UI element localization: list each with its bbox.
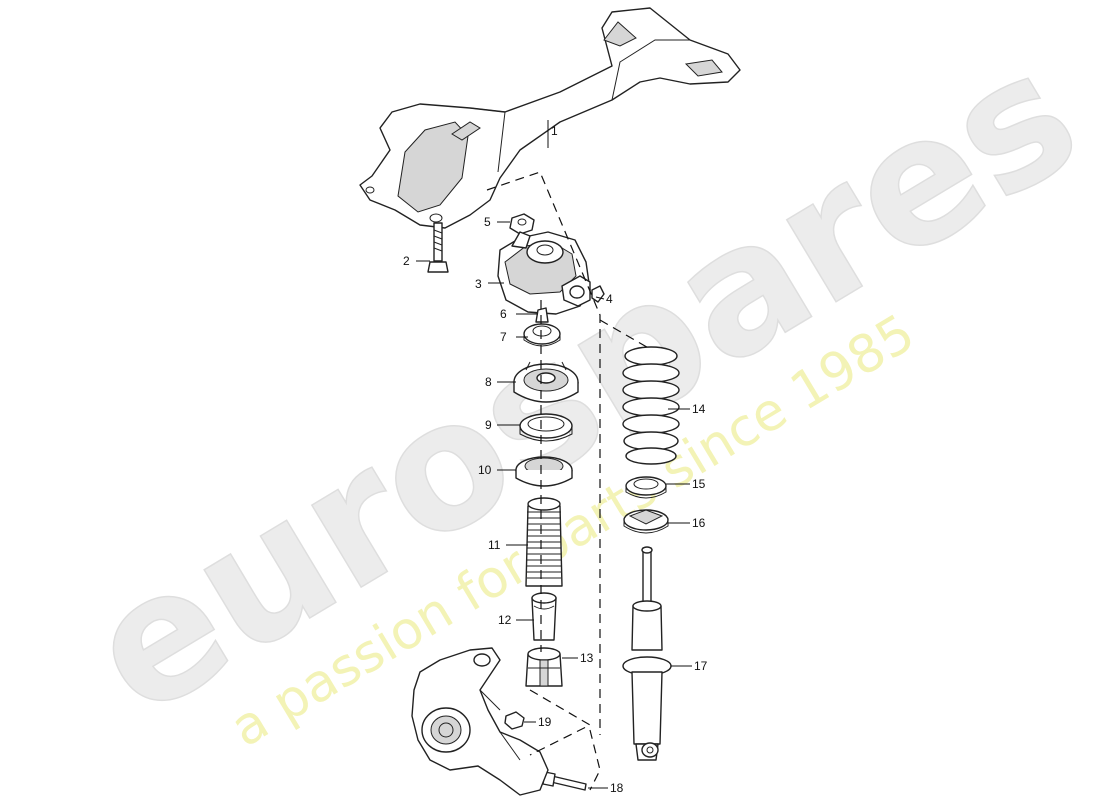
seat-part-15	[625, 476, 667, 499]
callout-16: 16	[692, 516, 706, 530]
callout-15: 15	[692, 477, 706, 491]
dust-boot-part-11	[525, 497, 563, 587]
bolt-part-2	[427, 222, 449, 273]
ring-part-7	[523, 323, 561, 347]
callouts: 1 2 3 4 5 6 7 8 9 10 11 12 13 14 15 16 1…	[403, 124, 708, 795]
nut-part-5	[509, 213, 535, 235]
callout-3: 3	[475, 277, 482, 291]
stop-bush-part-13	[525, 647, 563, 687]
callout-5: 5	[484, 215, 491, 229]
callout-4: 4	[606, 292, 613, 306]
bearing-part-8	[513, 361, 579, 403]
callout-7: 7	[500, 330, 507, 344]
nut-part-19	[504, 711, 525, 730]
coil-spring-part-14	[622, 346, 680, 465]
callout-14: 14	[692, 402, 706, 416]
callout-17: 17	[694, 659, 708, 673]
callout-10: 10	[478, 463, 492, 477]
callout-12: 12	[498, 613, 512, 627]
bolt-part-18	[542, 771, 587, 791]
callout-18: 18	[610, 781, 624, 795]
callout-13: 13	[580, 651, 594, 665]
spring-pad-part-9	[519, 413, 573, 442]
callout-11: 11	[488, 538, 501, 552]
spring-seat-part-10	[515, 456, 573, 487]
pad-part-16	[623, 509, 669, 534]
subframe-part-1	[359, 7, 741, 229]
assembly-lines	[486, 171, 653, 791]
bump-stop-part-12	[531, 592, 557, 641]
leader-lines	[416, 120, 692, 789]
callout-8: 8	[485, 375, 492, 389]
strut-mount-part-3	[497, 231, 591, 315]
callout-1: 1	[551, 124, 558, 138]
callout-9: 9	[485, 418, 492, 432]
cap-part-6	[535, 307, 549, 323]
wheel-carrier	[411, 647, 549, 796]
callout-2: 2	[403, 254, 410, 268]
shock-absorber-part-17	[622, 546, 672, 761]
callout-19: 19	[538, 715, 552, 729]
callout-6: 6	[500, 307, 507, 321]
